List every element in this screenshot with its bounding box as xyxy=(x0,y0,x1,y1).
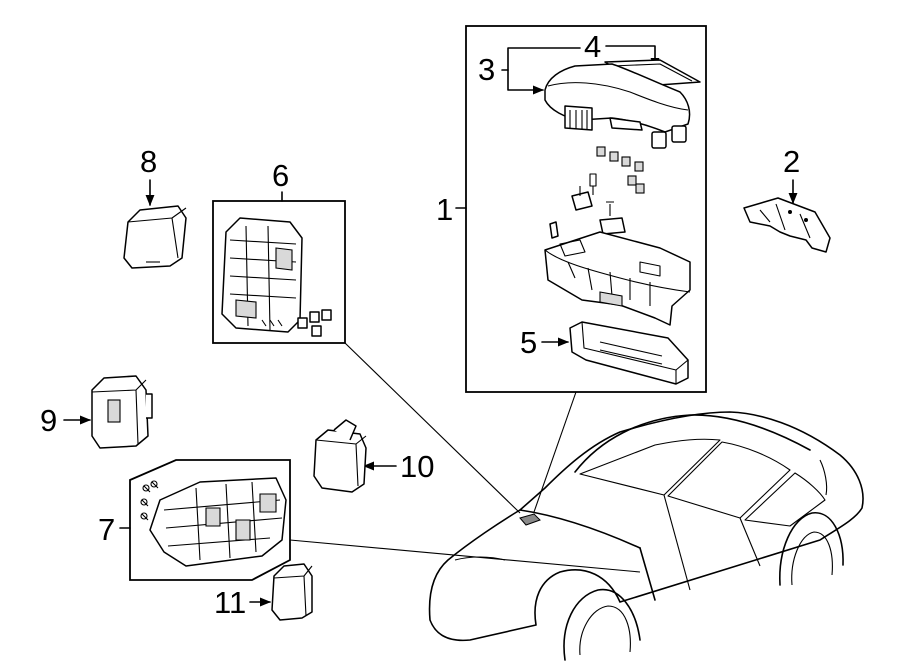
callout-1: 1 xyxy=(436,192,453,227)
group-6-frame xyxy=(212,200,346,344)
leader-lines xyxy=(289,342,641,573)
junction-box-part-7 xyxy=(140,477,287,567)
callout-7: 7 xyxy=(98,512,115,547)
callout-3-bracket xyxy=(501,47,581,71)
relay-unit-part-10 xyxy=(313,419,367,493)
under-cover-part-5 xyxy=(569,321,689,385)
callout-10: 10 xyxy=(400,449,434,484)
junction-block-part-6 xyxy=(221,217,332,337)
callout-9: 9 xyxy=(40,403,57,438)
callout-8: 8 xyxy=(140,144,157,179)
mounting-bracket-part-2 xyxy=(743,197,831,253)
fuse-box-body xyxy=(544,231,691,326)
callout-2: 2 xyxy=(783,144,800,179)
vehicle-outline xyxy=(428,411,864,661)
group-1-frame xyxy=(465,25,707,393)
callout-3-arrow xyxy=(507,69,545,95)
group-7-frame xyxy=(129,459,291,581)
fuse-box-cover-part-3 xyxy=(544,63,691,133)
callout-4: 4 xyxy=(584,29,601,64)
bracket-hardware xyxy=(549,186,626,239)
module-part-11 xyxy=(271,563,313,621)
callout-11: 11 xyxy=(214,585,246,620)
control-module-part-9 xyxy=(91,375,153,449)
callout-3: 3 xyxy=(478,52,495,87)
relay-part-8 xyxy=(123,205,187,269)
fuse-cluster xyxy=(589,125,687,195)
callout-5: 5 xyxy=(520,325,537,360)
callout-6: 6 xyxy=(272,158,289,193)
